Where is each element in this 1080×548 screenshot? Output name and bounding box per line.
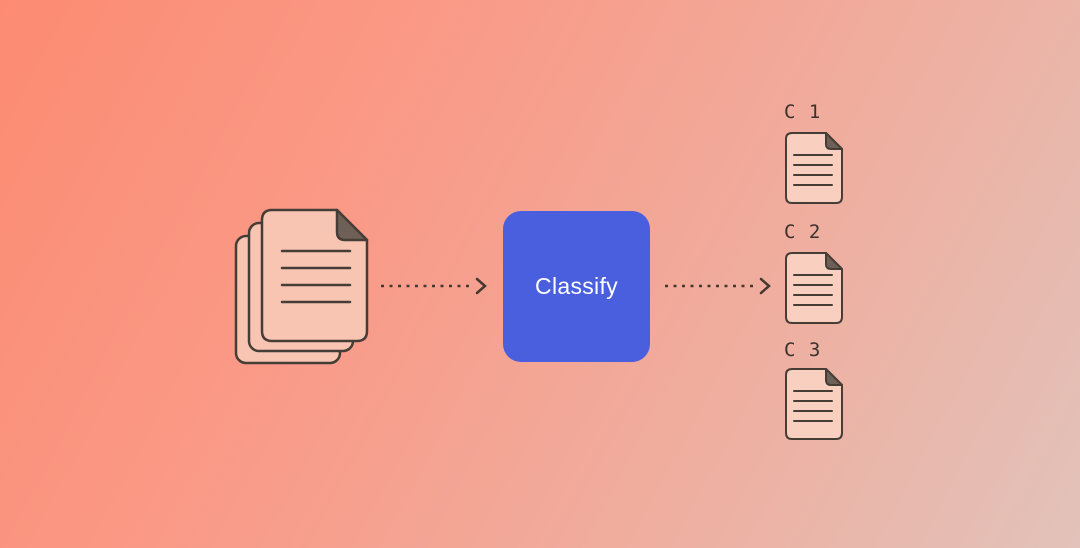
page-text-lines [280,249,352,304]
classify-box-label: Classify [535,273,618,299]
page-fold-corner [825,252,843,270]
document-icon-c2 [785,252,843,324]
arrow-head-icon [759,277,771,295]
dashed-arrow-input-to-classify [381,277,487,295]
document-icon-c1 [785,132,843,204]
output-label-c1: C 1 [784,101,822,123]
page-fold-corner [335,208,369,242]
classify-box: Classify [503,211,650,362]
document-icon-c3 [785,368,843,440]
dashed-arrow-classify-to-outputs [665,277,771,295]
arrow-head-icon [475,277,487,295]
page-text-lines [793,274,833,306]
output-label-c3: C 3 [784,339,822,361]
page-fold-corner [825,368,843,386]
output-label-c2: C 2 [784,221,822,243]
page-fold-corner [825,132,843,150]
stack-top-page [260,208,369,343]
page-text-lines [793,154,833,186]
document-stack-icon [234,208,369,365]
page-text-lines [793,390,833,422]
